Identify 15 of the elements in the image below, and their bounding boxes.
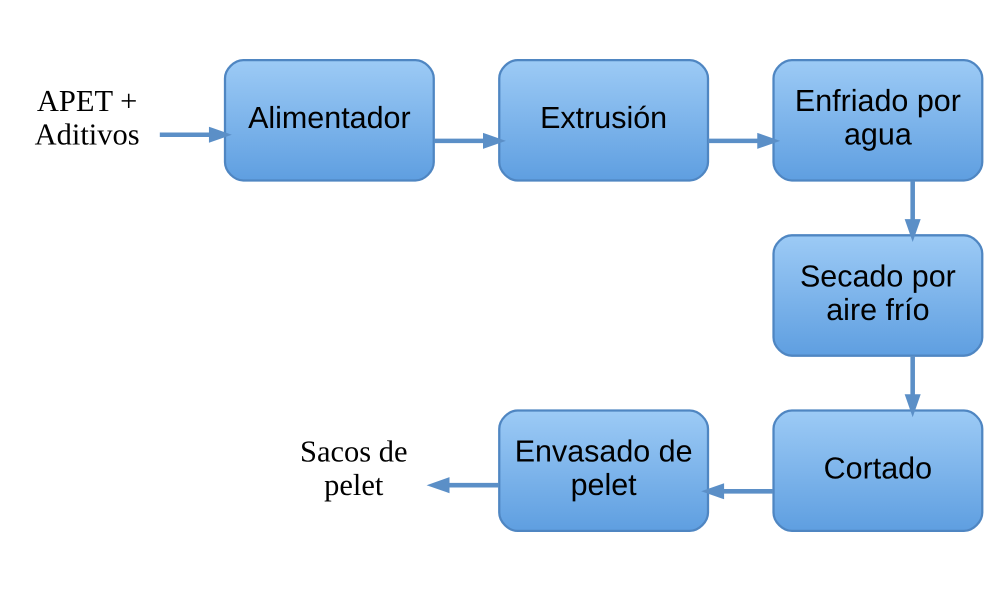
node-box: Extrusión: [498, 58, 710, 182]
arrow: [904, 356, 921, 418]
node-box: Enfriado por agua: [772, 58, 984, 182]
arrow: [904, 180, 921, 242]
node-box: Envasado de pelet: [498, 409, 710, 532]
arrow: [701, 483, 774, 500]
node-box: Secado por aire frío: [772, 234, 984, 357]
arrow: [160, 126, 232, 143]
node-text: Sacos de pelet: [300, 434, 408, 502]
node-text: APET + Aditivos: [34, 84, 140, 152]
arrow: [426, 477, 500, 494]
arrow: [434, 132, 506, 149]
node-box: Alimentador: [224, 58, 435, 182]
node-box: Cortado: [772, 409, 984, 532]
arrow: [708, 132, 780, 149]
